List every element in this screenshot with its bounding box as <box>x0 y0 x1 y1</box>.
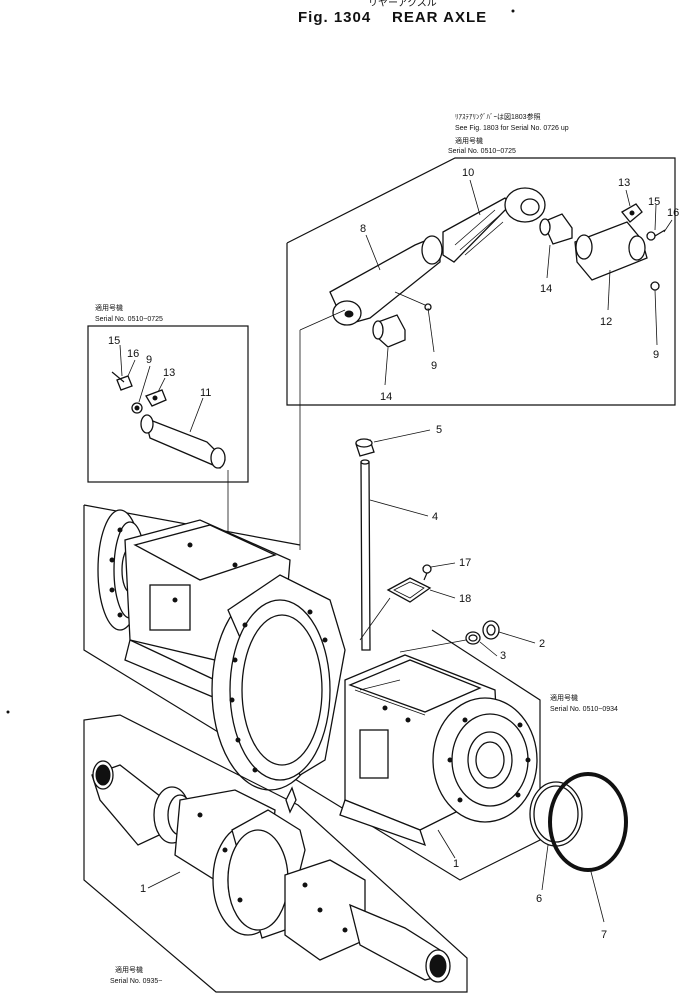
part-15-16-bolt-left <box>111 371 133 391</box>
callout-8: 8 <box>360 223 366 235</box>
part-18-cover <box>386 577 432 603</box>
callout-10: 10 <box>462 167 474 179</box>
part-14-bushing-right <box>539 213 573 245</box>
main-axle-housing <box>83 504 541 881</box>
left-applicability: 適用号機 <box>95 303 123 312</box>
callout-13-left: 13 <box>163 367 175 379</box>
callout-14-lower: 14 <box>380 391 392 403</box>
part-11-pin <box>140 414 226 469</box>
left-panel: 適用号機 Serial No. 0510~0725 15 16 9 13 <box>87 303 249 540</box>
callout-13-upper: 13 <box>618 177 630 189</box>
part-4-shaft <box>360 459 371 651</box>
right-serial: Serial No. 0510~0934 <box>550 706 618 713</box>
callout-7: 7 <box>601 929 607 941</box>
upper-right-ref-note: ﾘｱｽﾃｱﾘﾝｸﾞﾊﾞｰは図1803参照 <box>455 112 541 121</box>
part-9-grease-left <box>131 402 143 414</box>
callout-2: 2 <box>539 638 545 650</box>
figure-title: REAR AXLE <box>392 9 487 26</box>
left-serial: Serial No. 0510~0725 <box>95 316 163 323</box>
callout-17: 17 <box>459 557 471 569</box>
part-8-housing <box>329 235 443 326</box>
title-japanese: リヤーアクスル <box>368 0 437 9</box>
part-9-grease-upper <box>650 281 660 291</box>
part-12-pin <box>574 221 648 281</box>
callout-1-bottom: 1 <box>140 883 146 895</box>
upper-right-panel: ﾘｱｽﾃｱﾘﾝｸﾞﾊﾞｰは図1803参照 See Fig. 1803 for S… <box>286 112 679 550</box>
part-10-rod-eye <box>442 187 546 263</box>
upper-right-panel-border <box>286 157 676 406</box>
main-panel-border <box>83 505 541 881</box>
callout-9-left: 9 <box>146 354 152 366</box>
right-applicability: 適用号機 <box>550 693 578 702</box>
callout-1-main: 1 <box>453 858 459 870</box>
upper-right-serial: Serial No. 0510~0725 <box>448 148 516 155</box>
callout-9-upper-left: 9 <box>431 360 437 372</box>
upper-right-applicability: 適用号機 <box>455 136 483 145</box>
bottom-serial: Serial No. 0935~ <box>110 978 162 985</box>
callout-9-upper-right: 9 <box>653 349 659 361</box>
part-17-bolt <box>422 564 432 581</box>
figure-number: Fig. 1304 <box>298 9 371 26</box>
part-2-plug <box>482 620 500 640</box>
callout-6: 6 <box>536 893 542 905</box>
callout-16-upper: 16 <box>667 207 679 219</box>
callout-3: 3 <box>500 650 506 662</box>
callout-12: 12 <box>600 316 612 328</box>
left-panel-border <box>87 325 249 483</box>
callout-14-upper: 14 <box>540 283 552 295</box>
part-13-plate-left <box>145 389 167 407</box>
callout-11: 11 <box>200 387 211 399</box>
callout-15-upper: 15 <box>648 196 660 208</box>
upper-right-ref-note-en: See Fig. 1803 for Serial No. 0726 up <box>455 125 569 132</box>
callout-5: 5 <box>436 424 442 436</box>
part-14-bushing-left <box>372 314 406 348</box>
part-13-plate-upper <box>621 203 643 223</box>
part-15-16-bolt-upper <box>646 229 666 241</box>
part-3-washer <box>465 631 481 645</box>
part-7-seal-ring <box>548 772 628 872</box>
bottom-applicability: 適用号機 <box>115 965 143 974</box>
bottom-panel-border <box>83 714 468 993</box>
callout-18: 18 <box>459 593 471 605</box>
part-6-o-ring <box>529 781 583 847</box>
part-5-cap <box>355 438 375 457</box>
callout-16-left: 16 <box>127 348 139 360</box>
reference-arrow <box>285 786 297 814</box>
callout-4: 4 <box>432 511 438 523</box>
bottom-panel: 1 適用号機 Serial No. 0935~ <box>83 714 468 993</box>
callout-15-left: 15 <box>108 335 120 347</box>
